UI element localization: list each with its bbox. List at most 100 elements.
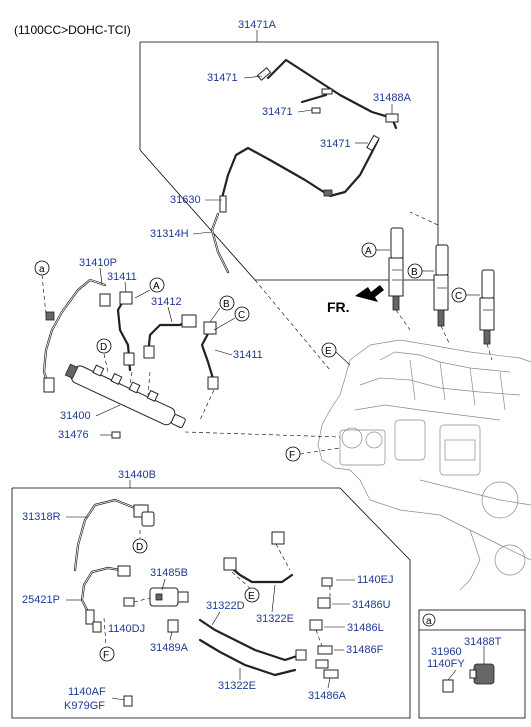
hose-fitting — [141, 511, 155, 527]
part-31440B[interactable]: 31440B — [118, 469, 156, 481]
part-31318R[interactable]: 31318R — [22, 511, 61, 523]
part-31322E-a[interactable]: 31322E — [256, 613, 294, 625]
part-31322D[interactable]: 31322D — [206, 600, 245, 612]
part-31486U[interactable]: 31486U — [352, 599, 391, 611]
part-31486A[interactable]: 31486A — [308, 690, 347, 702]
part-31471-a[interactable]: 31471 — [207, 72, 238, 84]
hose-clamp — [317, 597, 331, 609]
part-1140EJ[interactable]: 1140EJ — [357, 574, 394, 586]
svg-text:F: F — [103, 650, 109, 661]
fuel-temp-sensor — [473, 663, 495, 685]
engine-block — [317, 339, 531, 591]
hose-fitting — [295, 649, 307, 661]
svg-text:E: E — [325, 346, 332, 357]
part-31476[interactable]: 31476 — [58, 429, 89, 441]
pipe-nut — [99, 293, 111, 307]
pipe-nut — [207, 376, 219, 390]
hose-fitting — [117, 565, 131, 577]
svg-text:FR.: FR. — [327, 299, 350, 315]
part-31489A[interactable]: 31489A — [150, 642, 189, 654]
callout-F-engine: F — [285, 446, 341, 462]
return-connector — [219, 195, 227, 213]
hose-clamp — [309, 619, 323, 631]
part-31486L[interactable]: 31486L — [347, 622, 384, 634]
part-31488A[interactable]: 31488A — [373, 92, 412, 104]
callout-F-bottom — [99, 646, 115, 662]
bolt — [321, 577, 333, 587]
callout-B-injector: B — [407, 263, 434, 279]
part-31485B[interactable]: 31485B — [150, 567, 188, 579]
part-25421P[interactable]: 25421P — [22, 594, 60, 606]
part-1140DJ[interactable]: 1140DJ — [108, 623, 145, 635]
common-rail — [64, 363, 186, 429]
callout-B-rail — [219, 295, 235, 311]
svg-text:a: a — [39, 264, 45, 275]
part-31471A[interactable]: 31471A — [238, 19, 277, 31]
bolt — [123, 695, 133, 707]
callout-C-injector: C — [451, 287, 480, 303]
sensor-bolt — [442, 679, 454, 693]
part-31960[interactable]: 31960 — [431, 646, 462, 658]
part-31471-c[interactable]: 31471 — [320, 138, 351, 150]
low-pressure-group-frame — [11, 480, 411, 719]
injector-c — [479, 269, 495, 345]
part-31486F[interactable]: 31486F — [346, 644, 384, 656]
bolt — [92, 621, 102, 633]
injector-a — [388, 227, 404, 311]
svg-text:D: D — [136, 542, 143, 553]
callout-A-injector: A — [361, 242, 390, 258]
engine-spec-label: (1100CC>DOHC-TCI) — [14, 23, 131, 37]
svg-text:C: C — [238, 310, 245, 321]
svg-text:C: C — [455, 291, 462, 302]
callout-E-engine: E — [321, 342, 351, 366]
return-fitting — [385, 113, 399, 123]
injector-b — [433, 244, 449, 327]
detail-inset-a: a — [418, 609, 526, 719]
hose-fitting — [223, 557, 237, 571]
part-31411-b[interactable]: 31411 — [233, 349, 263, 361]
pipe-nut — [119, 291, 133, 305]
rail-bolt — [111, 431, 121, 439]
pipe-nut — [203, 321, 217, 335]
part-31314H[interactable]: 31314H — [150, 228, 189, 240]
part-31322E-b[interactable]: 31322E — [218, 680, 256, 692]
svg-text:B: B — [411, 267, 418, 278]
sensor-connector — [469, 669, 477, 679]
part-31410P[interactable]: 31410P — [79, 257, 117, 269]
hose-clamp — [323, 669, 339, 679]
svg-text:a: a — [426, 616, 432, 627]
pipe-nut — [181, 314, 197, 328]
callout-A-rail — [149, 277, 165, 293]
svg-text:D: D — [100, 342, 107, 353]
part-31400[interactable]: 31400 — [60, 410, 91, 422]
part-31471-b[interactable]: 31471 — [262, 106, 293, 118]
hose-fitting — [315, 659, 329, 669]
callout-D-bottom — [132, 538, 148, 554]
callout-E-bottom — [244, 587, 260, 603]
part-K979GF[interactable]: K979GF — [64, 700, 105, 712]
part-31411-a[interactable]: 31411 — [107, 271, 137, 283]
part-1140AF[interactable]: 1140AF — [68, 686, 106, 698]
svg-text:A: A — [365, 246, 372, 257]
clip — [323, 189, 333, 197]
front-direction-indicator: FR. — [327, 285, 384, 315]
hose-fitting — [85, 609, 95, 625]
svg-text:E: E — [248, 591, 255, 602]
return-line-group-frame — [139, 30, 439, 281]
injectors — [388, 227, 495, 361]
hose-joint — [321, 88, 333, 95]
low-pressure-lines: D F E — [73, 498, 339, 707]
callout-D-rail — [96, 338, 112, 354]
part-1140FY[interactable]: 1140FY — [427, 658, 465, 670]
svg-text:F: F — [289, 450, 295, 461]
hose-joint — [311, 107, 321, 114]
part-31630[interactable]: 31630 — [170, 194, 201, 206]
hose-clamp — [317, 645, 333, 655]
fuel-temp-sensor-block — [123, 587, 189, 633]
common-rail-assembly: a D A B — [34, 260, 250, 439]
clip — [45, 311, 55, 321]
hose-fitting — [271, 531, 285, 545]
part-31488T[interactable]: 31488T — [464, 636, 502, 648]
part-31412[interactable]: 31412 — [151, 296, 182, 308]
hose-joint — [366, 134, 380, 152]
